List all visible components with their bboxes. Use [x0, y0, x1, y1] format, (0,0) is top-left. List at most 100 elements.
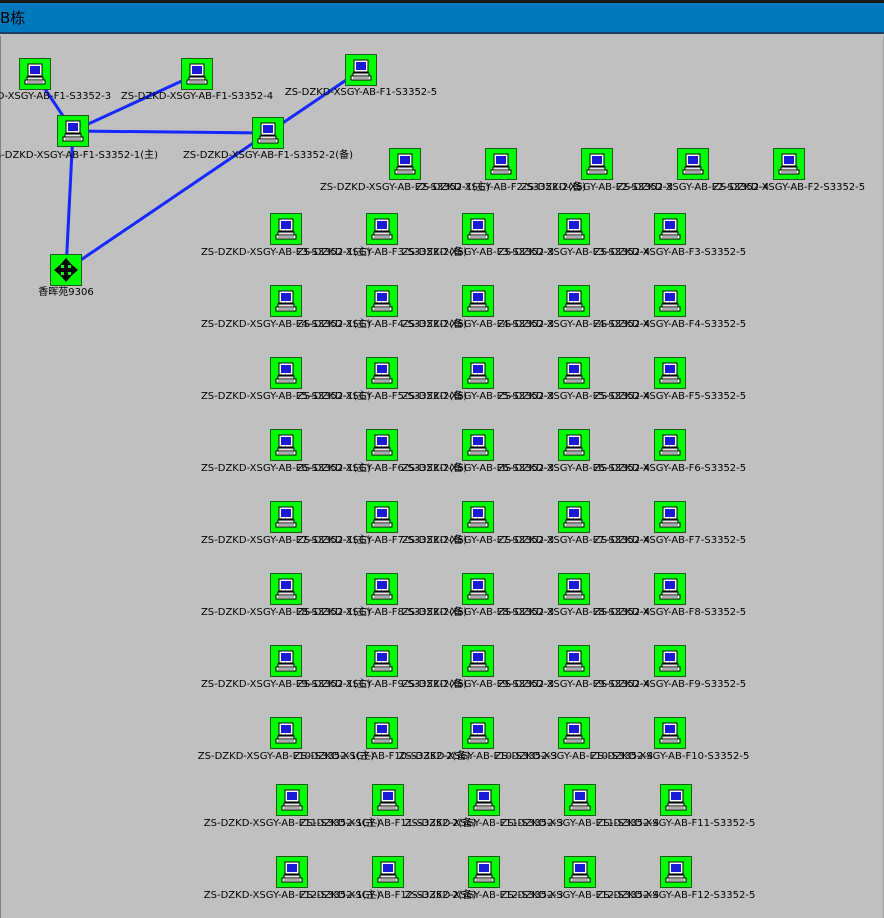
switch-f3-5[interactable]	[654, 213, 686, 245]
switch-f8-4[interactable]	[558, 573, 590, 605]
switch-f8-1[interactable]	[270, 573, 302, 605]
switch-f10-3-label: ZS-DZKD-XSGY-AB-F10-S3352-3	[398, 751, 558, 762]
switch-f9-4[interactable]	[558, 645, 590, 677]
switch-f12-1[interactable]	[276, 856, 308, 888]
switch-f7-4[interactable]	[558, 501, 590, 533]
switch-f12-5-label: ZS-DZKD-XSGY-AB-F12-S3352-5	[596, 890, 756, 901]
link-f1-4-to-f1-1	[72, 72, 198, 133]
switch-f9-5[interactable]	[654, 645, 686, 677]
switch-f1-3-label: ZS-DZKD-XSGY-AB-F1-S3352-3	[0, 91, 112, 102]
switch-f6-2[interactable]	[366, 429, 398, 461]
switch-f11-5-label: ZS-DZKD-XSGY-AB-F11-S3352-5	[596, 818, 756, 829]
switch-f5-4-label: ZS-DZKD-XSGY-AB-F5-S3352-4	[497, 391, 651, 402]
switch-f6-3[interactable]	[462, 429, 494, 461]
switch-f1-3[interactable]	[19, 58, 51, 90]
switch-f2-1[interactable]	[389, 148, 421, 180]
switch-f6-4[interactable]	[558, 429, 590, 461]
switch-f7-3[interactable]	[462, 501, 494, 533]
switch-f6-3-label: ZS-DZKD-XSGY-AB-F6-S3352-3	[401, 463, 555, 474]
switch-f12-5[interactable]	[660, 856, 692, 888]
switch-f3-3[interactable]	[462, 213, 494, 245]
switch-f3-4[interactable]	[558, 213, 590, 245]
switch-f5-2-label: ZS-DZKD-XSGY-AB-F5-S3352-2(备)	[296, 391, 468, 402]
switch-f4-5-label: ZS-DZKD-XSGY-AB-F4-S3352-5	[593, 319, 747, 330]
switch-f6-5-label: ZS-DZKD-XSGY-AB-F6-S3352-5	[593, 463, 747, 474]
switch-f7-3-label: ZS-DZKD-XSGY-AB-F7-S3352-3	[401, 535, 555, 546]
switch-f8-2-label: ZS-DZKD-XSGY-AB-F8-S3352-2(备)	[296, 607, 468, 618]
switch-f11-2[interactable]	[372, 784, 404, 816]
switch-f12-4-label: ZS-DZKD-XSGY-AB-F12-S3352-4	[500, 890, 660, 901]
switch-f8-2[interactable]	[366, 573, 398, 605]
switch-f1-5[interactable]	[345, 54, 377, 86]
switch-f10-3[interactable]	[462, 717, 494, 749]
topology-canvas[interactable]	[0, 36, 884, 918]
switch-f7-5[interactable]	[654, 501, 686, 533]
switch-f11-2-label: ZS-DZKD-XSGY-AB-F11-S3352-2(备)	[299, 818, 477, 829]
switch-f10-2-label: ZS-DZKD-XSGY-AB-F10-S3352-2(备)	[293, 751, 471, 762]
switch-f2-3-label: ZS-DZKD-XSGY-AB-F2-S3352-3	[520, 182, 674, 193]
switch-f10-5[interactable]	[654, 717, 686, 749]
switch-f9-2[interactable]	[366, 645, 398, 677]
switch-f11-4-label: ZS-DZKD-XSGY-AB-F11-S3352-4	[500, 818, 660, 829]
switch-f7-2[interactable]	[366, 501, 398, 533]
switch-f4-4-label: ZS-DZKD-XSGY-AB-F4-S3352-4	[497, 319, 651, 330]
switch-f9-2-label: ZS-DZKD-XSGY-AB-F9-S3352-2(备)	[296, 679, 468, 690]
switch-f12-2[interactable]	[372, 856, 404, 888]
switch-f12-4[interactable]	[564, 856, 596, 888]
switch-f4-2[interactable]	[366, 285, 398, 317]
switch-f6-5[interactable]	[654, 429, 686, 461]
switch-f7-4-label: ZS-DZKD-XSGY-AB-F7-S3352-4	[497, 535, 651, 546]
switch-f3-2[interactable]	[366, 213, 398, 245]
switch-f10-4[interactable]	[558, 717, 590, 749]
switch-f11-3-label: ZS-DZKD-XSGY-AB-F11-S3352-3	[404, 818, 564, 829]
window-titlebar[interactable]: B栋	[0, 0, 884, 34]
switch-f4-2-label: ZS-DZKD-XSGY-AB-F4-S3352-2(备)	[296, 319, 468, 330]
switch-f10-5-label: ZS-DZKD-XSGY-AB-F10-S3352-5	[590, 751, 750, 762]
switch-f2-2[interactable]	[485, 148, 517, 180]
switch-f5-3-label: ZS-DZKD-XSGY-AB-F5-S3352-3	[401, 391, 555, 402]
switch-f8-5[interactable]	[654, 573, 686, 605]
switch-f8-4-label: ZS-DZKD-XSGY-AB-F8-S3352-4	[497, 607, 651, 618]
switch-f2-1-label: ZS-DZKD-XSGY-AB-F2-S3352-1(主)	[319, 182, 491, 193]
switch-f10-1-label: ZS-DZKD-XSGY-AB-F10-S3352-1(主)	[197, 751, 375, 762]
switch-f1-1[interactable]	[57, 115, 89, 147]
switch-f3-1[interactable]	[270, 213, 302, 245]
switch-f3-2-label: ZS-DZKD-XSGY-AB-F3-S3352-2(备)	[296, 247, 468, 258]
switch-f2-4[interactable]	[677, 148, 709, 180]
switch-f12-3[interactable]	[468, 856, 500, 888]
switch-f2-4-label: ZS-DZKD-XSGY-AB-F2-S3352-4	[616, 182, 770, 193]
switch-f2-5[interactable]	[773, 148, 805, 180]
switch-f11-5[interactable]	[660, 784, 692, 816]
switch-f9-3-label: ZS-DZKD-XSGY-AB-F9-S3352-3	[401, 679, 555, 690]
switch-f4-3[interactable]	[462, 285, 494, 317]
switch-f5-1[interactable]	[270, 357, 302, 389]
switch-f7-1[interactable]	[270, 501, 302, 533]
switch-f11-1[interactable]	[276, 784, 308, 816]
switch-f10-2[interactable]	[366, 717, 398, 749]
switch-f4-1[interactable]	[270, 285, 302, 317]
core-router[interactable]	[50, 254, 82, 286]
switch-f11-3[interactable]	[468, 784, 500, 816]
switch-f5-5-label: ZS-DZKD-XSGY-AB-F5-S3352-5	[593, 391, 747, 402]
switch-f1-2[interactable]	[252, 117, 284, 149]
switch-f7-1-label: ZS-DZKD-XSGY-AB-F7-S3352-1(主)	[200, 535, 372, 546]
switch-f5-5[interactable]	[654, 357, 686, 389]
link-f1-2-to-core	[65, 131, 269, 272]
switch-f11-4[interactable]	[564, 784, 596, 816]
switch-f9-3[interactable]	[462, 645, 494, 677]
switch-f10-1[interactable]	[270, 717, 302, 749]
switch-f4-5[interactable]	[654, 285, 686, 317]
switch-f2-3[interactable]	[581, 148, 613, 180]
switch-f5-4[interactable]	[558, 357, 590, 389]
switch-f6-1[interactable]	[270, 429, 302, 461]
switch-f5-2[interactable]	[366, 357, 398, 389]
switch-f1-4[interactable]	[181, 58, 213, 90]
switch-f12-2-label: ZS-DZKD-XSGY-AB-F12-S3352-2(备)	[299, 890, 477, 901]
core-router-label: 香晖苑9306	[38, 287, 94, 298]
switch-f5-1-label: ZS-DZKD-XSGY-AB-F5-S3352-1(主)	[200, 391, 372, 402]
switch-f8-3[interactable]	[462, 573, 494, 605]
switch-f9-1[interactable]	[270, 645, 302, 677]
switch-f4-4[interactable]	[558, 285, 590, 317]
switch-f5-3[interactable]	[462, 357, 494, 389]
